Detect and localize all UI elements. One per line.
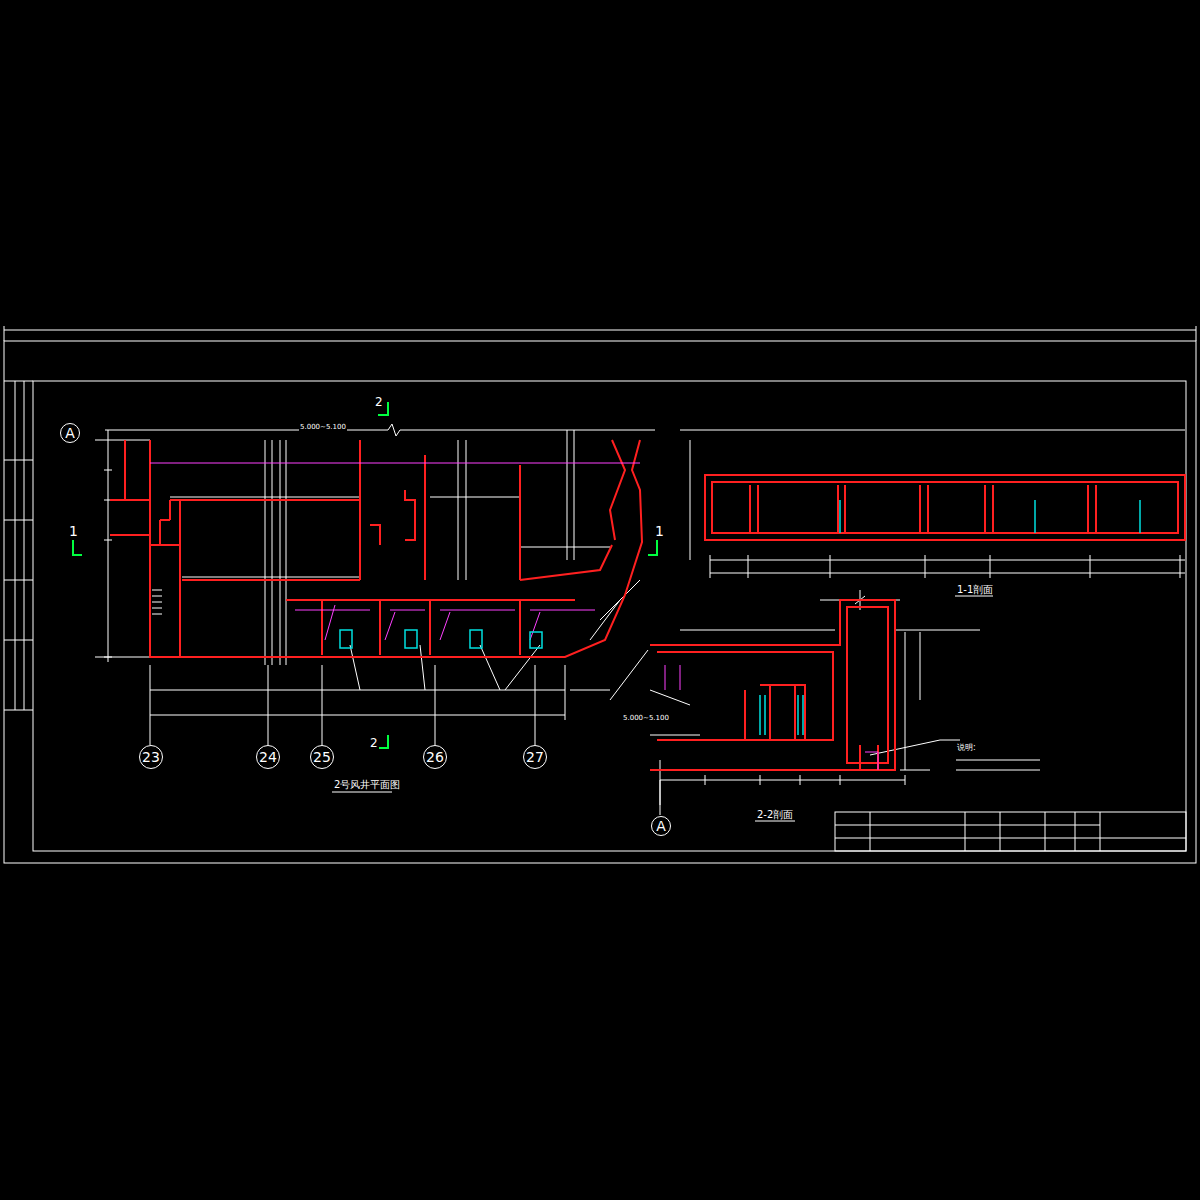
axis-label: 23 xyxy=(142,750,160,764)
elevation-text: 5.000~5.100 xyxy=(299,424,347,432)
axis-bubble: A xyxy=(651,816,671,836)
axis-bubble: 27 xyxy=(523,745,547,769)
view-caption: 2号风井平面图 xyxy=(333,779,401,790)
axis-bubble: 26 xyxy=(423,745,447,769)
axis-bubble: 25 xyxy=(310,745,334,769)
axis-bubble: 23 xyxy=(139,745,163,769)
view-caption: 1-1剖面 xyxy=(956,584,994,595)
axis-label: 24 xyxy=(259,750,277,764)
axis-label: 27 xyxy=(526,750,544,764)
view-caption: 2-2剖面 xyxy=(756,809,794,820)
section-mark: 1 xyxy=(654,524,665,539)
axis-bubble: A xyxy=(60,423,80,443)
note-heading: 说明: xyxy=(956,744,977,753)
section-mark: 2 xyxy=(374,396,384,409)
section-mark: 1 xyxy=(68,524,79,539)
axis-label: A xyxy=(656,819,666,833)
section-mark: 2 xyxy=(369,737,379,750)
elevation-text: 5.000~5.100 xyxy=(622,715,670,723)
axis-bubble: 24 xyxy=(256,745,280,769)
axis-label: 25 xyxy=(313,750,331,764)
axis-label: 26 xyxy=(426,750,444,764)
axis-label: A xyxy=(65,426,75,440)
